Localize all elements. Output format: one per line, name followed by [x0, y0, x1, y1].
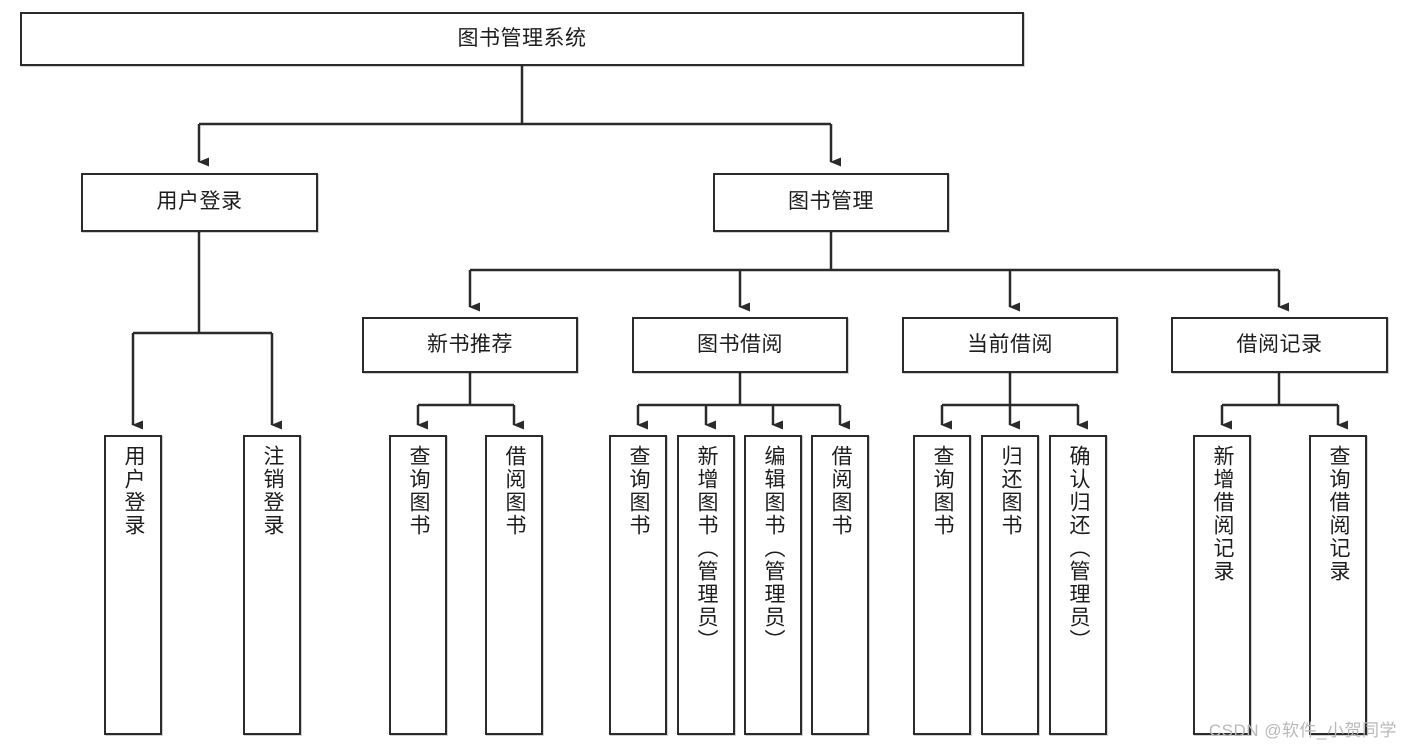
- node-label: 借阅记录: [1236, 332, 1323, 356]
- node-label: 图书借阅: [697, 332, 783, 356]
- node-label: 查询借阅记录: [1327, 445, 1351, 583]
- node-label: 编辑图书（管理员）: [762, 445, 786, 652]
- node-book-borrow[interactable]: 图书借阅: [632, 317, 848, 373]
- node-leaf-query-book-borrow[interactable]: 查询图书: [609, 435, 667, 735]
- node-leaf-logout-login[interactable]: 注销登录: [243, 435, 301, 735]
- node-user-login[interactable]: 用户登录: [81, 173, 318, 232]
- node-label: 当前借阅: [967, 332, 1053, 356]
- node-root-book-management-system[interactable]: 图书管理系统: [20, 12, 1024, 66]
- node-label: 图书管理系统: [457, 26, 587, 50]
- node-label: 查询图书: [931, 445, 955, 537]
- node-leaf-user-login[interactable]: 用户登录: [104, 435, 162, 735]
- node-leaf-borrow-book-recommend[interactable]: 借阅图书: [485, 435, 543, 735]
- watermark: CSDN @软件_小贺同学: [1208, 721, 1397, 740]
- node-label: 查询图书: [627, 445, 651, 537]
- node-leaf-return-book[interactable]: 归还图书: [981, 435, 1039, 735]
- node-label: 用户登录: [156, 190, 243, 214]
- node-current-borrow[interactable]: 当前借阅: [902, 317, 1118, 373]
- node-leaf-add-borrow-record[interactable]: 新增借阅记录: [1193, 435, 1251, 735]
- node-label: 图书管理: [788, 190, 874, 214]
- node-leaf-add-book-admin[interactable]: 新增图书（管理员）: [677, 435, 735, 735]
- node-leaf-query-book-current[interactable]: 查询图书: [913, 435, 971, 735]
- node-leaf-query-borrow-record[interactable]: 查询借阅记录: [1309, 435, 1367, 735]
- node-leaf-borrow-book[interactable]: 借阅图书: [811, 435, 869, 735]
- node-label: 借阅图书: [829, 445, 853, 537]
- node-label: 归还图书: [999, 445, 1023, 537]
- node-label: 新书推荐: [427, 332, 513, 356]
- node-label: 确认归还（管理员）: [1067, 445, 1091, 652]
- node-label: 用户登录: [122, 445, 146, 537]
- node-leaf-confirm-return-admin[interactable]: 确认归还（管理员）: [1049, 435, 1107, 735]
- node-label: 注销登录: [261, 445, 285, 537]
- node-label: 新增图书（管理员）: [695, 445, 719, 652]
- node-label: 查询图书: [407, 445, 431, 537]
- node-leaf-query-book-recommend[interactable]: 查询图书: [389, 435, 447, 735]
- node-new-book-recommend[interactable]: 新书推荐: [362, 317, 578, 373]
- node-borrow-record[interactable]: 借阅记录: [1171, 317, 1388, 373]
- node-label: 新增借阅记录: [1211, 445, 1235, 583]
- node-label: 借阅图书: [503, 445, 527, 537]
- node-book-management[interactable]: 图书管理: [713, 173, 949, 232]
- node-leaf-edit-book-admin[interactable]: 编辑图书（管理员）: [744, 435, 802, 735]
